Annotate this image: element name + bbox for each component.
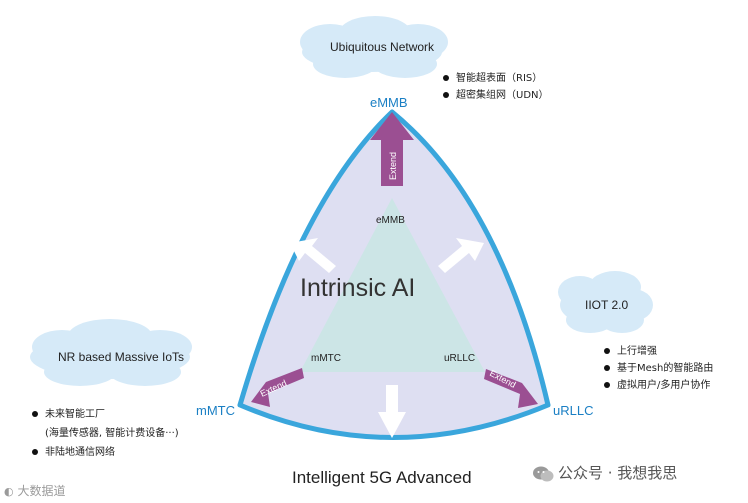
- white-arrows: [290, 238, 484, 438]
- white-arrow-up-left: [290, 238, 336, 273]
- bullet-top-2: 超密集组网（UDN）: [443, 87, 549, 104]
- bullets-top: 智能超表面（RIS） 超密集组网（UDN）: [443, 70, 549, 104]
- inner-label-right: uRLLC: [444, 353, 476, 364]
- corner-label-left: mMTC: [196, 403, 235, 418]
- cloud-right: [558, 271, 653, 333]
- cloud-label-iiot: IIOT 2.0: [585, 298, 629, 312]
- bottom-title: Intelligent 5G Advanced: [292, 468, 472, 487]
- bullet-right-3: 虚拟用户/多用户协作: [604, 377, 713, 394]
- extend-arrow-right: [484, 369, 538, 408]
- inner-triangle: [300, 198, 485, 372]
- cloud-top: [300, 16, 448, 78]
- purple-arrows: [251, 112, 538, 408]
- bullet-right-2: 基于Mesh的智能路由: [604, 360, 713, 377]
- bullet-top-1: 智能超表面（RIS）: [443, 70, 549, 87]
- bullet-right-1: 上行增强: [604, 343, 713, 360]
- extend-arrow-top: [370, 112, 414, 186]
- extend-arrow-left: [251, 368, 304, 407]
- bullet-left-1: 未来智能工厂: [32, 405, 179, 424]
- center-title: Intrinsic AI: [300, 274, 416, 302]
- corner-label-top: eMMB: [370, 95, 408, 110]
- clouds: [30, 16, 653, 386]
- white-arrow-down: [378, 385, 406, 438]
- bullet-left-2: 非陆地通信网络: [32, 443, 179, 462]
- white-arrow-up-right: [438, 238, 484, 273]
- watermark-logo-icon: ◐: [4, 485, 14, 498]
- bullets-right: 上行增强 基于Mesh的智能路由 虚拟用户/多用户协作: [604, 343, 713, 394]
- watermark-right: 公众号 · 我想我思: [532, 462, 677, 483]
- inner-label-top: eMMB: [376, 215, 405, 226]
- bullets-left: 未来智能工厂 (海量传感器, 智能计费设备···) 非陆地通信网络: [32, 405, 179, 462]
- extend-label-top: Extend: [388, 152, 398, 180]
- cloud-label-ubiquitous-network: Ubiquitous Network: [330, 40, 435, 54]
- cloud-label-nr-massive-iot: NR based Massive IoTs: [58, 350, 185, 364]
- cloud-left: [30, 319, 192, 386]
- inner-label-left: mMTC: [311, 353, 341, 364]
- wechat-icon: [533, 466, 554, 481]
- corner-label-right: uRLLC: [553, 403, 594, 418]
- bullet-left-1-sub: (海量传感器, 智能计费设备···): [45, 428, 179, 439]
- watermark-left: ◐ 大数据道: [4, 484, 66, 498]
